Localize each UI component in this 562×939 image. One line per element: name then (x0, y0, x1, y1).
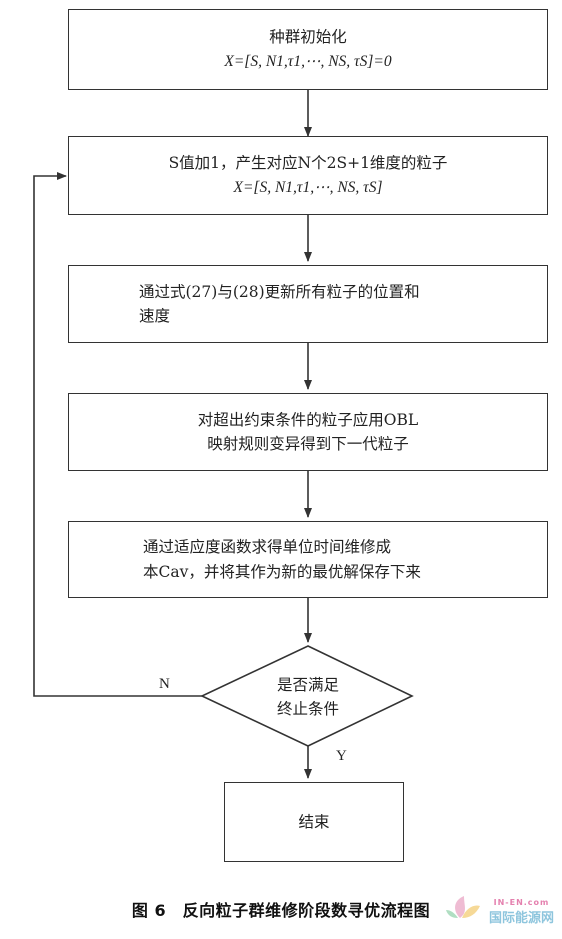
increment-formula: X=[S, N1,τ1,⋯, NS, τS] (233, 178, 383, 196)
fitness-line2: 本Cav，并将其作为新的最优解保存下来 (143, 562, 421, 581)
init-title: 种群初始化 (269, 28, 347, 47)
watermark-logo: IN-EN.com 国际能源网 (489, 898, 554, 926)
watermark-sub: IN-EN.com (493, 898, 550, 907)
update-line1: 通过式(27)与(28)更新所有粒子的位置和 (139, 282, 420, 301)
decision-line2: 终止条件 (276, 700, 339, 719)
update-line2: 速度 (139, 307, 171, 325)
fitness-line1: 通过适应度函数求得单位时间维修成 (143, 538, 392, 557)
figure-caption: 图 6 反向粒子群维修阶段数寻优流程图 (131, 901, 431, 920)
loop-back-line (33, 172, 202, 697)
increment-box: S值加1，产生对应N个2S+1维度的粒子 X=[S, N1,τ1,⋯, NS, … (68, 136, 548, 215)
obl-box: 对超出约束条件的粒子应用OBL 映射规则变异得到下一代粒子 (68, 393, 548, 471)
increment-text: S值加1，产生对应N个2S+1维度的粒子 (168, 154, 448, 173)
watermark-leaf-icon (446, 896, 480, 918)
decision-line1: 是否满足 (276, 676, 339, 694)
label-no: N (159, 676, 170, 692)
decision-text: 是否满足 终止条件 (238, 673, 378, 721)
obl-line2: 映射规则变异得到下一代粒子 (207, 435, 409, 453)
end-text: 结束 (298, 812, 330, 831)
end-box: 结束 (224, 782, 404, 862)
init-box: 种群初始化 X=[S, N1,τ1,⋯, NS, τS]=0 (68, 9, 548, 90)
label-yes: Y (336, 748, 347, 764)
fitness-box: 通过适应度函数求得单位时间维修成 本Cav，并将其作为新的最优解保存下来 (68, 521, 548, 598)
update-box: 通过式(27)与(28)更新所有粒子的位置和 速度 (68, 265, 548, 343)
init-formula: X=[S, N1,τ1,⋯, NS, τS]=0 (224, 52, 392, 70)
obl-line1: 对超出约束条件的粒子应用OBL (197, 410, 419, 429)
watermark-main: 国际能源网 (488, 911, 554, 926)
